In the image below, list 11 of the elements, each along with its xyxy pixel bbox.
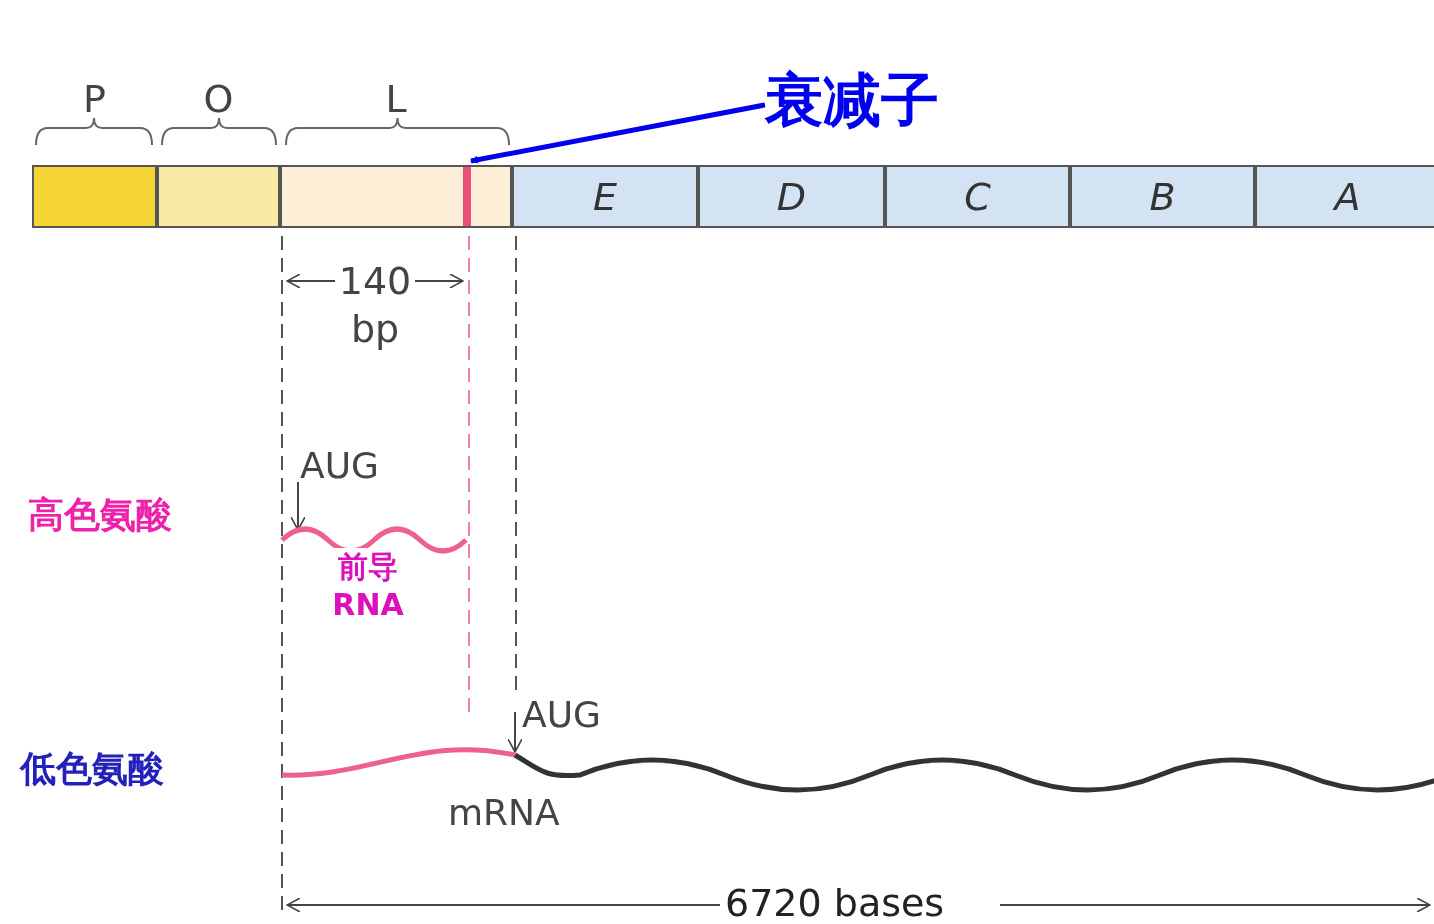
segment-label: P bbox=[82, 79, 107, 119]
gene-segment: E bbox=[512, 165, 698, 228]
attenuator-mark bbox=[463, 167, 471, 226]
arrow bbox=[470, 102, 766, 164]
gene-segment: C bbox=[885, 165, 1070, 228]
gene-segment: D bbox=[698, 165, 885, 228]
segment-label: O bbox=[202, 79, 235, 119]
gene-segment: A bbox=[1255, 165, 1434, 228]
gene-segment: B bbox=[1070, 165, 1255, 228]
callout-label: 衰减子 bbox=[765, 62, 939, 140]
segment-label: L bbox=[384, 79, 408, 119]
